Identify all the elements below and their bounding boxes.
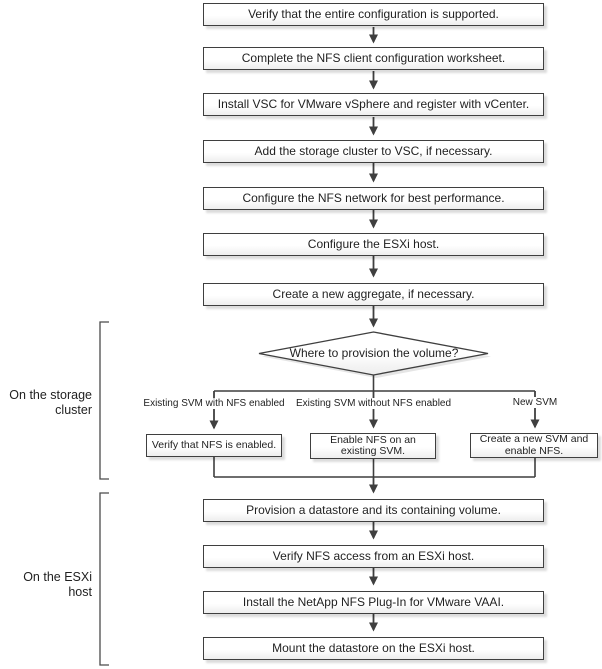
step-complete-worksheet: Complete the NFS client configuration wo… <box>203 47 544 70</box>
step-mount-datastore: Mount the datastore on the ESXi host. <box>203 637 544 660</box>
annotation-esxi-host: On the ESXi host <box>23 570 92 599</box>
step-verify-config: Verify that the entire configuration is … <box>203 3 544 26</box>
step-verify-nfs-enabled: Verify that NFS is enabled. <box>146 434 282 457</box>
annotation-storage-cluster: On the storage cluster <box>9 388 92 417</box>
step-add-cluster: Add the storage cluster to VSC, if neces… <box>203 140 544 163</box>
step-configure-esxi: Configure the ESXi host. <box>203 233 544 256</box>
step-provision-datastore: Provision a datastore and its containing… <box>203 499 544 522</box>
branch-label-new-svm: New SVM <box>509 397 561 408</box>
storage-cluster-bracket <box>99 321 109 480</box>
branch-arrows <box>209 391 540 430</box>
step-verify-nfs-access: Verify NFS access from an ESXi host. <box>203 545 544 568</box>
esxi-host-bracket <box>99 492 109 666</box>
branch-split-lines <box>214 375 535 392</box>
branch-label-existing-nfs: Existing SVM with NFS enabled <box>140 398 288 409</box>
step-configure-network: Configure the NFS network for best perfo… <box>203 187 544 210</box>
decision-label: Where to provision the volume? <box>289 346 459 360</box>
step-install-vsc: Install VSC for VMware vSphere and regis… <box>203 93 544 116</box>
step-install-plugin: Install the NetApp NFS Plug-In for VMwar… <box>203 591 544 614</box>
step-enable-nfs: Enable NFS on an existing SVM. <box>310 433 436 459</box>
decision-diamond-shape <box>258 331 491 378</box>
branch-merge-lines <box>213 457 536 478</box>
step-create-aggregate: Create a new aggregate, if necessary. <box>203 283 544 306</box>
step-create-svm: Create a new SVM and enable NFS. <box>470 433 598 458</box>
branch-label-existing-no-nfs: Existing SVM without NFS enabled <box>292 398 455 409</box>
